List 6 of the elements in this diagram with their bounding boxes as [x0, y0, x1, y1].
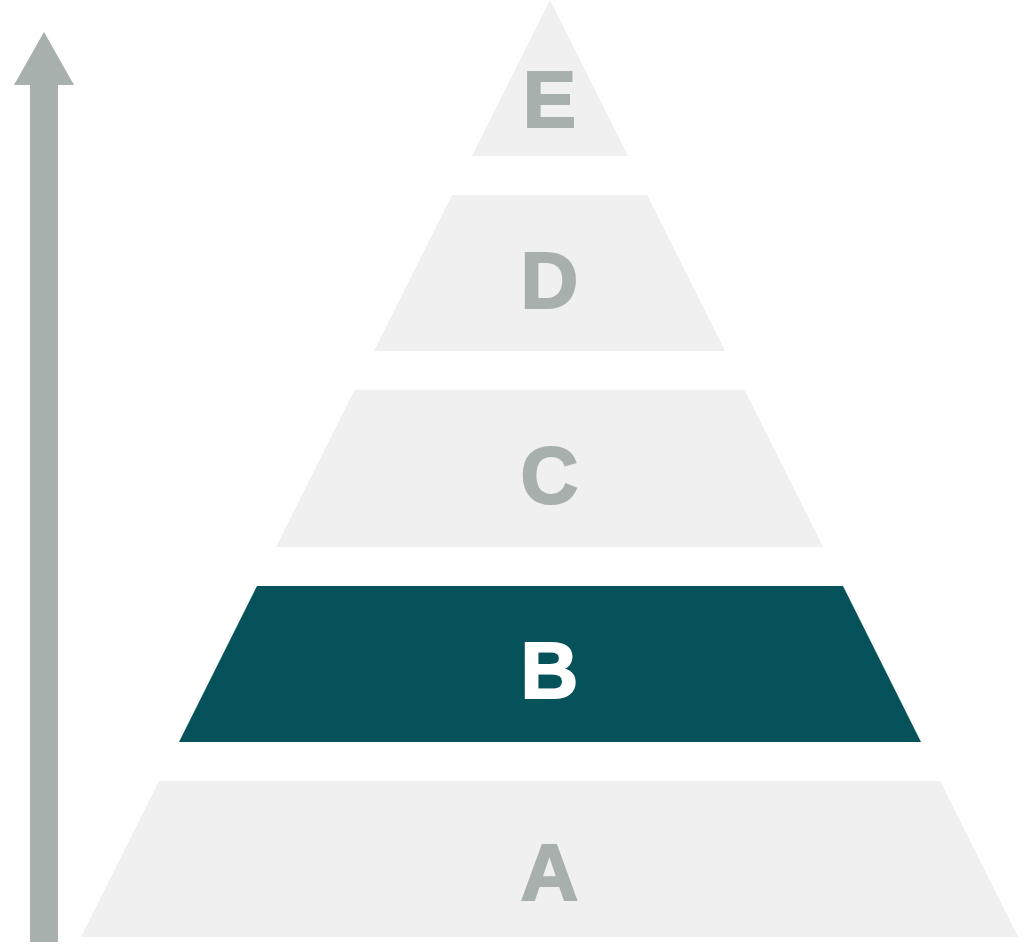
layer-label: A — [520, 843, 579, 903]
layer-label: B — [520, 641, 579, 701]
layer-label: D — [520, 251, 579, 311]
layer-label: C — [520, 446, 579, 506]
pyramid-layer — [178, 586, 921, 742]
layer-label: E — [522, 70, 577, 130]
